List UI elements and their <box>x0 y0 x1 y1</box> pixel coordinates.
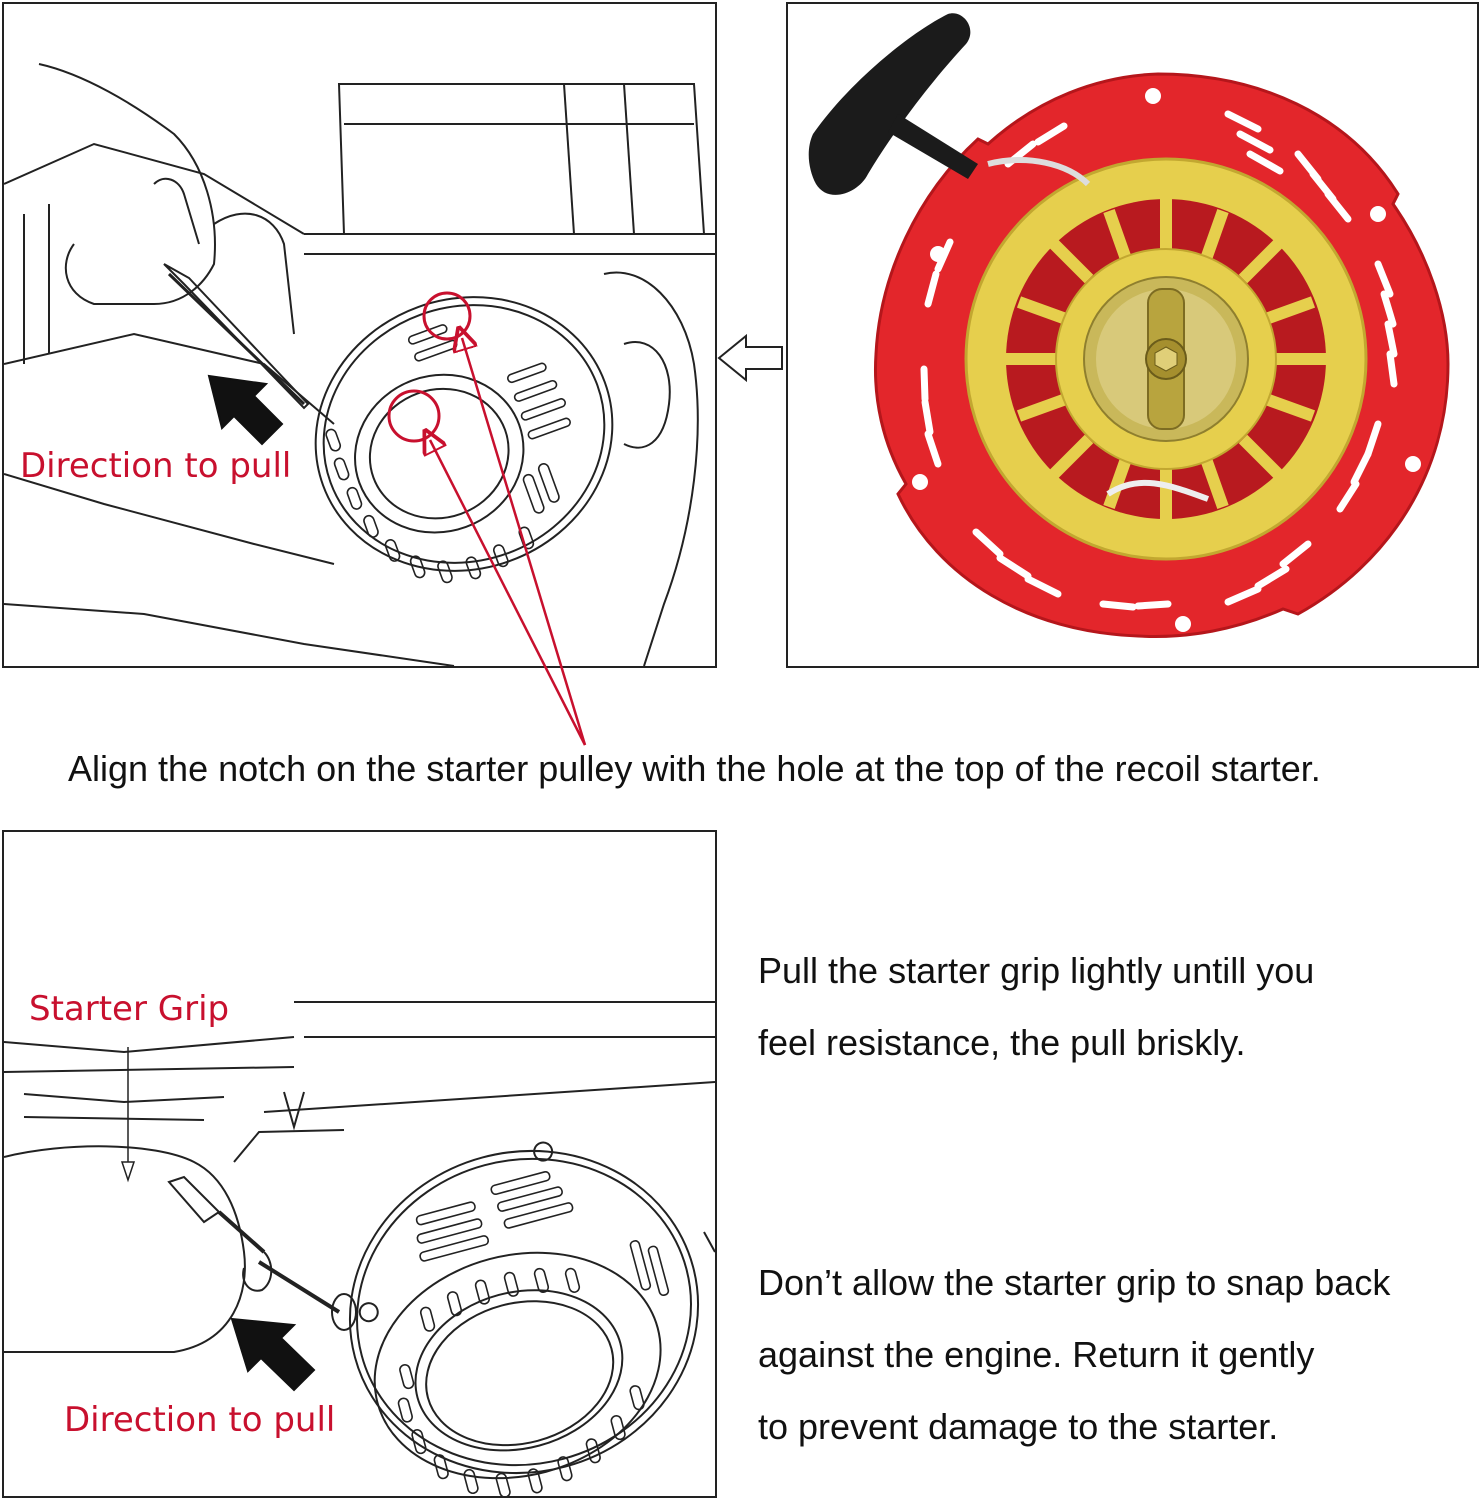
direction-arrow-icon <box>230 1317 316 1392</box>
engine-drawing-panel-top: Direction to pull <box>2 2 717 668</box>
alignment-caption: Align the notch on the starter pulley wi… <box>68 748 1321 789</box>
engine-line-drawing <box>4 63 715 666</box>
direction-to-pull-label-top: Direction to pull <box>20 446 292 486</box>
direction-to-pull-label-bottom: Direction to pull <box>64 1400 336 1440</box>
snap-instruction-line-3: to prevent damage to the starter. <box>758 1406 1279 1447</box>
pull-instruction-line-2: feel resistance, the pull briskly. <box>758 1022 1246 1063</box>
pull-instruction-line-1: Pull the starter grip lightly untill you <box>758 950 1315 991</box>
hollow-arrow-left-icon <box>717 333 783 383</box>
pull-grip-line-drawing <box>4 1001 715 1496</box>
snap-instruction-line-1: Don’t allow the starter grip to snap bac… <box>758 1262 1391 1303</box>
recoil-starter-illustration <box>808 13 1450 638</box>
starter-grip-label: Starter Grip <box>29 989 230 1029</box>
recoil-starter-photo-panel <box>786 2 1479 668</box>
engine-drawing-panel-bottom: Starter Grip Direction to pull <box>2 830 717 1498</box>
direction-arrow-icon <box>207 374 284 446</box>
starter-grip-handle <box>808 13 978 195</box>
snap-instruction-line-2: against the engine. Return it gently <box>758 1334 1315 1375</box>
